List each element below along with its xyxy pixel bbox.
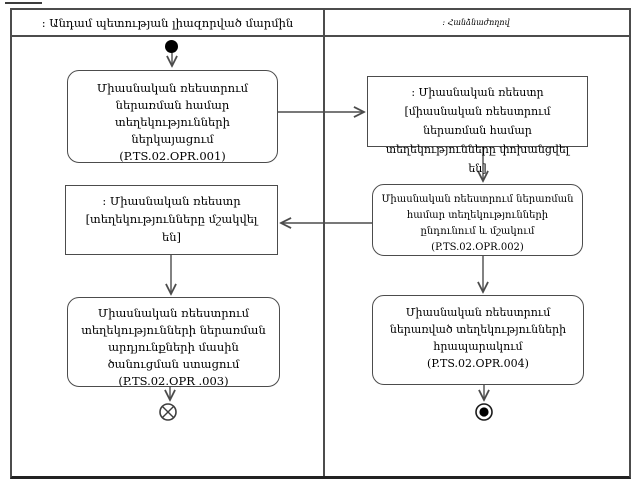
activity-final-node-icon <box>475 403 493 421</box>
swimlane-title-authorized-body: : Անդամ պետության լիազորված մարմին <box>41 15 294 30</box>
page-artifact-line <box>5 2 42 4</box>
action-node-label: Միասնական ռեեստրում ներառման համար տեղեկ… <box>96 81 249 163</box>
object-node-register-processed: : Միասնական ռեեստր [տեղեկությունները մշա… <box>65 185 278 255</box>
swimlane-divider <box>323 10 325 476</box>
object-node-register-transferred: : Միասնական ռեեստր [միասնական ռեեստրում … <box>367 76 588 175</box>
action-node-opr-001: Միասնական ռեեստրում ներառման համար տեղեկ… <box>67 70 278 163</box>
action-node-label: Միասնական ռեեստրում տեղեկությունների ներ… <box>81 306 266 388</box>
swimlane-title-commission: : Հանձնաժողով <box>442 18 510 27</box>
flow-final-node-icon <box>159 403 177 421</box>
action-node-opr-004: Միասնական ռեեստրում ներառված տեղեկությու… <box>372 295 584 385</box>
action-node-opr-002: Միասնական ռեեստրում ներառման համար տեղեկ… <box>372 184 583 256</box>
action-node-label: Միասնական ռեեստրում ներառված տեղեկությու… <box>389 306 567 370</box>
diagram-frame: : Անդամ պետության լիազորված մարմին : Հան… <box>10 8 631 479</box>
object-node-label: : Միասնական ռեեստր [տեղեկությունները մշա… <box>85 194 258 244</box>
initial-node-icon <box>165 40 178 53</box>
action-node-label: Միասնական ռեեստրում ներառման համար տեղեկ… <box>381 194 574 253</box>
object-node-label: : Միասնական ռեեստր [միասնական ռեեստրում … <box>385 86 570 175</box>
swimlane-header-row: : Անդամ պետության լիազորված մարմին : Հան… <box>12 10 629 37</box>
action-node-opr-003: Միասնական ռեեստրում տեղեկությունների ներ… <box>67 297 280 388</box>
